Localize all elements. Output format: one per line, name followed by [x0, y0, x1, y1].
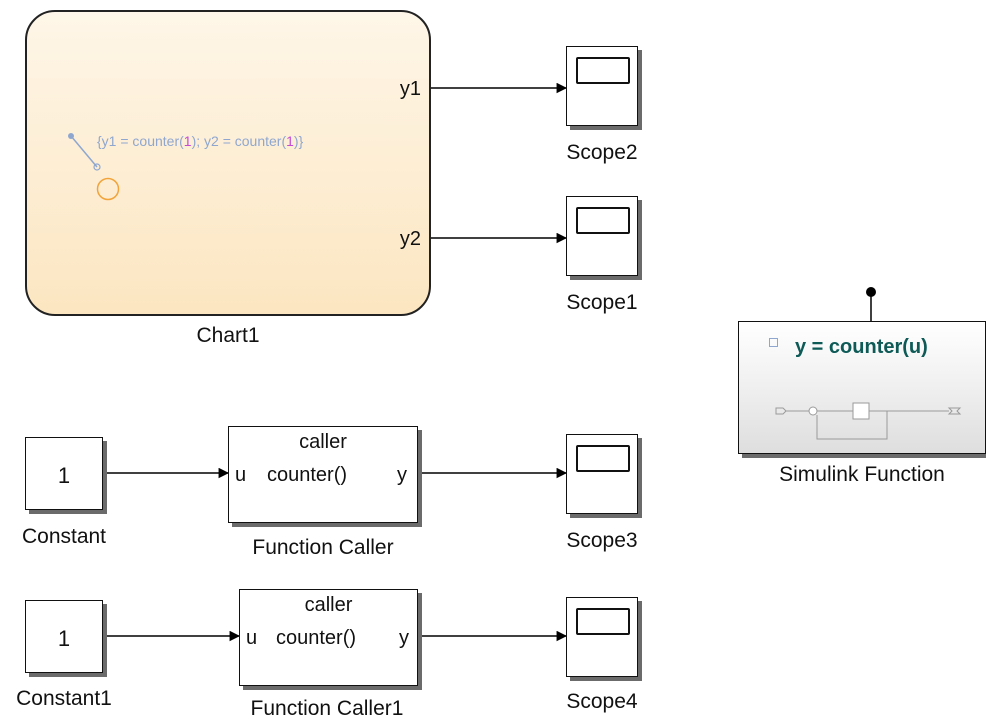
scope2-block[interactable] [566, 46, 638, 126]
action-arg2-text: 1 [286, 133, 294, 149]
scope-screen-icon [576, 445, 630, 472]
scope4-label: Scope4 [566, 690, 638, 713]
function-caller1-output-port: y [399, 627, 409, 649]
action-middle-text: ); y2 = counter( [191, 133, 287, 149]
function-caller1-signature: counter() [276, 627, 357, 649]
function-caller-input-port: u [235, 464, 247, 486]
action-prefix-text: {y1 = counter( [97, 133, 184, 149]
default-transition-line [70, 135, 98, 168]
chart1-output-y1: y1 [399, 78, 421, 100]
state-junction-icon [96, 177, 120, 201]
scope-screen-icon [576, 57, 630, 84]
function-caller1-input-port: u [246, 627, 258, 649]
chart1-output-y2: y2 [399, 228, 421, 250]
simulink-function-block[interactable]: y = counter(u) [738, 321, 986, 454]
action-arg1-text: 1 [183, 133, 192, 149]
scope4-block[interactable] [566, 597, 638, 677]
function-caller-title: caller [299, 431, 347, 453]
simulink-function-inner-diagram-icon [775, 402, 962, 440]
simulink-function-title: y = counter(u) [795, 336, 928, 358]
scope3-block[interactable] [566, 434, 638, 514]
function-caller1-title: caller [304, 594, 353, 616]
constant-value: 1 [57, 463, 71, 488]
junction-small-icon [93, 163, 101, 171]
scope1-label: Scope1 [566, 291, 638, 314]
function-caller-label: Function Caller [252, 536, 394, 559]
constant1-value: 1 [57, 626, 71, 651]
scope1-block[interactable] [566, 196, 638, 276]
subsystem-marker-icon [769, 338, 778, 347]
scope3-label: Scope3 [566, 529, 638, 552]
scope-screen-icon [576, 608, 630, 635]
action-suffix-text: )} [293, 133, 304, 149]
function-caller-signature: counter() [267, 464, 348, 486]
constant-label: Constant [21, 525, 107, 548]
scope2-label: Scope2 [566, 141, 638, 164]
function-caller1-label: Function Caller1 [250, 697, 404, 720]
chart1-transition-graphic [68, 133, 120, 201]
constant1-block[interactable]: 1 [25, 600, 103, 673]
function-caller-output-port: y [397, 464, 407, 486]
chart1-block[interactable]: {y1 = counter(1); y2 = counter(1)} y1 y2 [25, 10, 431, 316]
constant1-label: Constant1 [16, 687, 112, 710]
scope-screen-icon [576, 207, 630, 234]
trigger-port-icon [866, 287, 876, 297]
constant-block[interactable]: 1 [25, 437, 103, 510]
simulink-function-label: Simulink Function [779, 463, 945, 486]
chart1-label: Chart1 [196, 324, 260, 347]
transition-action-label: {y1 = counter(1); y2 = counter(1)} [97, 133, 303, 149]
function-caller1-block[interactable]: caller u counter() y [239, 589, 418, 686]
function-caller-block[interactable]: caller u counter() y [228, 426, 418, 523]
